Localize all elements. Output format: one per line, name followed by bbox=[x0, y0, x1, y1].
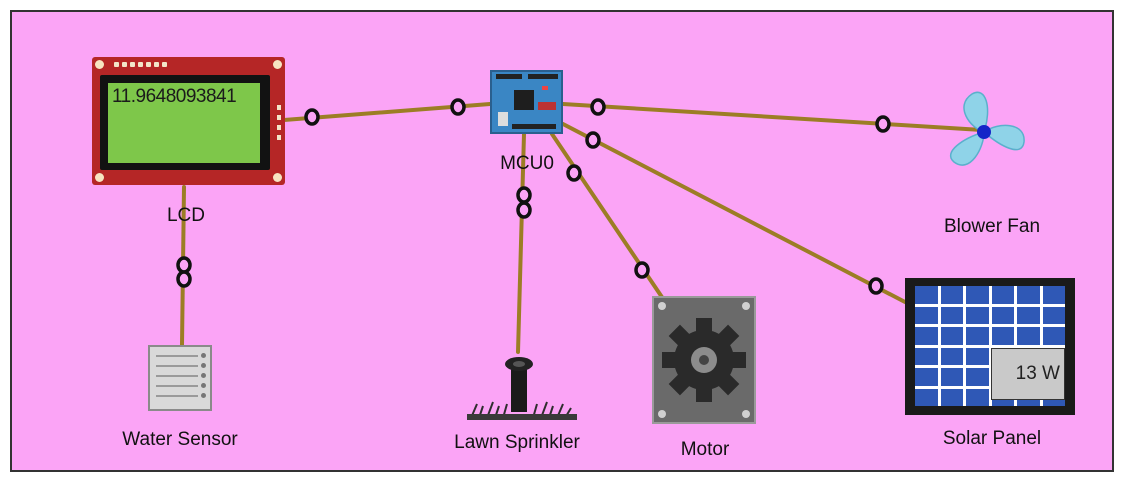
sensor-dot bbox=[201, 363, 206, 368]
lcd-pin bbox=[146, 62, 151, 67]
wire-connector-icon bbox=[634, 261, 650, 279]
wire-connector-icon bbox=[590, 98, 606, 116]
wire-connector-icon bbox=[516, 186, 532, 204]
water-sensor-label: Water Sensor bbox=[122, 429, 238, 450]
wire-mcu-fan[interactable] bbox=[561, 102, 984, 132]
sensor-dot bbox=[201, 373, 206, 378]
lcd-pin bbox=[138, 62, 143, 67]
sensor-line bbox=[156, 375, 198, 377]
mount-hole bbox=[95, 173, 104, 182]
wire-mcu-solar[interactable] bbox=[561, 122, 907, 304]
motor-label: Motor bbox=[680, 439, 730, 460]
mcu-header bbox=[496, 74, 522, 79]
lcd-side-pin bbox=[277, 135, 281, 140]
motor-screw bbox=[742, 302, 750, 310]
lcd-pin bbox=[122, 62, 127, 67]
fan-label: Blower Fan bbox=[943, 216, 1041, 237]
solar-panel-icon[interactable]: 13 W bbox=[905, 278, 1075, 415]
lcd-pin bbox=[162, 62, 167, 67]
mount-hole bbox=[95, 60, 104, 69]
mcu-header bbox=[512, 124, 556, 129]
motor-screw bbox=[658, 302, 666, 310]
mount-hole bbox=[273, 60, 282, 69]
sensor-dot bbox=[201, 353, 206, 358]
wire-layer bbox=[176, 98, 984, 354]
lawn-sprinkler-icon[interactable] bbox=[467, 352, 577, 420]
wire-connector-icon bbox=[176, 270, 192, 288]
wire-connector-icon bbox=[176, 256, 192, 274]
sprinkler-label: Lawn Sprinkler bbox=[454, 432, 580, 453]
water-sensor-icon[interactable] bbox=[148, 345, 212, 411]
solar-label: Solar Panel bbox=[942, 428, 1042, 449]
mcu-led bbox=[542, 86, 548, 90]
lcd-side-pin bbox=[277, 125, 281, 130]
sensor-dot bbox=[201, 383, 206, 388]
lcd-pin bbox=[130, 62, 135, 67]
gear-icon bbox=[662, 318, 746, 402]
lcd-pin bbox=[114, 62, 119, 67]
motor-gear-icon[interactable] bbox=[652, 296, 756, 424]
lcd-side-pin bbox=[277, 115, 281, 120]
blower-fan-icon[interactable] bbox=[940, 88, 1028, 178]
mount-hole bbox=[273, 173, 282, 182]
motor-screw bbox=[658, 410, 666, 418]
mcu-header bbox=[528, 74, 558, 79]
sensor-line bbox=[156, 395, 198, 397]
wire-connector-icon bbox=[304, 108, 320, 126]
network-canvas: 11.9648093841 LCD MCU0 Blower Fan bbox=[10, 10, 1114, 472]
lcd-screen: 11.9648093841 bbox=[108, 83, 260, 163]
wire-mcu-sprinkler[interactable] bbox=[516, 132, 526, 354]
lcd-display-icon[interactable]: 11.9648093841 bbox=[92, 57, 285, 185]
wire-connector-icon bbox=[875, 115, 891, 133]
wire-connector-icon bbox=[868, 277, 884, 295]
sensor-dot bbox=[201, 393, 206, 398]
sensor-line bbox=[156, 385, 198, 387]
mcu-board-icon[interactable] bbox=[490, 70, 563, 134]
lcd-reading: 11.9648093841 bbox=[112, 86, 237, 107]
motor-screw bbox=[742, 410, 750, 418]
lcd-side-pin bbox=[277, 105, 281, 110]
lcd-label: LCD bbox=[166, 205, 206, 226]
wire-connector-icon bbox=[450, 98, 466, 116]
wire-mcu-motor[interactable] bbox=[550, 132, 674, 314]
sensor-line bbox=[156, 365, 198, 367]
solar-meter: 13 W bbox=[991, 348, 1065, 400]
wire-connector-icon bbox=[566, 164, 582, 182]
lcd-pin bbox=[154, 62, 159, 67]
wire-connector-icon bbox=[585, 131, 601, 149]
mcu-chip bbox=[514, 90, 534, 110]
mcu-chip bbox=[538, 102, 556, 110]
solar-reading: 13 W bbox=[1015, 363, 1060, 384]
wire-connector-icon bbox=[516, 201, 532, 219]
mcu-connector bbox=[498, 112, 508, 126]
sensor-line bbox=[156, 355, 198, 357]
mcu-label: MCU0 bbox=[500, 153, 554, 174]
